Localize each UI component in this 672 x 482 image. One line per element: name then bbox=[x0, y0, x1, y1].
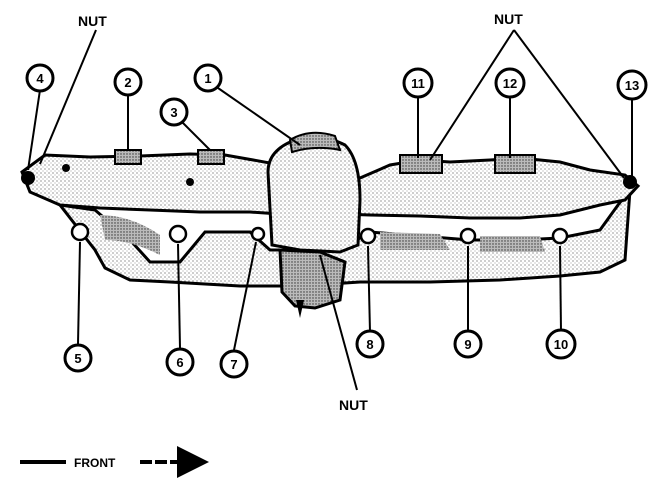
runner-shadow-right bbox=[380, 232, 545, 252]
callout-number: 11 bbox=[411, 76, 425, 91]
runner-shadow-left bbox=[100, 215, 160, 255]
nut-label-top-right: NUT bbox=[494, 11, 523, 27]
bolt-hole-8 bbox=[359, 227, 377, 245]
small-stud bbox=[186, 178, 194, 186]
callout-number: 12 bbox=[503, 76, 517, 91]
bolt-hole-5 bbox=[70, 222, 90, 242]
outlet-stud bbox=[296, 300, 304, 318]
callout-5: 5 bbox=[63, 343, 93, 373]
callout-number: 8 bbox=[366, 337, 373, 352]
callout-number: 9 bbox=[464, 337, 471, 352]
bolt-hole-10 bbox=[551, 227, 569, 245]
nut-label-bottom: NUT bbox=[339, 397, 368, 413]
bolt-boss-2 bbox=[114, 149, 142, 165]
bolt-hole-7 bbox=[250, 226, 266, 242]
callout-7: 7 bbox=[219, 349, 249, 379]
callout-12: 12 bbox=[494, 67, 526, 99]
callout-2: 2 bbox=[113, 67, 143, 97]
manifold-outlet-flange bbox=[278, 248, 347, 310]
leader-lines bbox=[27, 29, 633, 391]
callout-number: 13 bbox=[625, 78, 639, 93]
callout-9: 9 bbox=[453, 329, 483, 359]
callout-6: 6 bbox=[165, 347, 195, 377]
callout-8: 8 bbox=[355, 329, 385, 359]
bolt-hole-6 bbox=[168, 224, 188, 244]
manifold-lower-body bbox=[56, 185, 632, 288]
callout-number: 6 bbox=[176, 355, 183, 370]
bolt-hole-9 bbox=[459, 227, 477, 245]
bolt-boss-11 bbox=[399, 154, 443, 174]
callout-number: 5 bbox=[74, 351, 81, 366]
end-stud-13 bbox=[623, 175, 637, 189]
callout-13: 13 bbox=[616, 69, 648, 101]
bolt-boss-12 bbox=[494, 154, 536, 174]
small-stud bbox=[62, 164, 70, 172]
nut-label-top-left: NUT bbox=[78, 13, 107, 29]
dome-top-outlet bbox=[288, 131, 342, 154]
end-stud-4 bbox=[21, 171, 35, 185]
callout-10: 10 bbox=[545, 328, 577, 360]
callout-number: 10 bbox=[554, 337, 568, 352]
manifold-center-dome bbox=[266, 135, 362, 254]
callout-number: 2 bbox=[124, 75, 131, 90]
exhaust-manifold bbox=[20, 131, 641, 318]
front-label: FRONT bbox=[74, 456, 116, 470]
callout-4: 4 bbox=[25, 63, 55, 93]
front-indicator: FRONT bbox=[20, 446, 209, 478]
callout-number: 4 bbox=[36, 71, 44, 86]
callout-1: 1 bbox=[193, 63, 223, 93]
callout-3: 3 bbox=[159, 97, 189, 127]
callout-number: 3 bbox=[170, 105, 177, 120]
bolt-boss-3 bbox=[197, 149, 225, 165]
callout-11: 11 bbox=[402, 67, 434, 99]
callout-number: 1 bbox=[204, 71, 211, 86]
callout-number: 7 bbox=[230, 357, 237, 372]
